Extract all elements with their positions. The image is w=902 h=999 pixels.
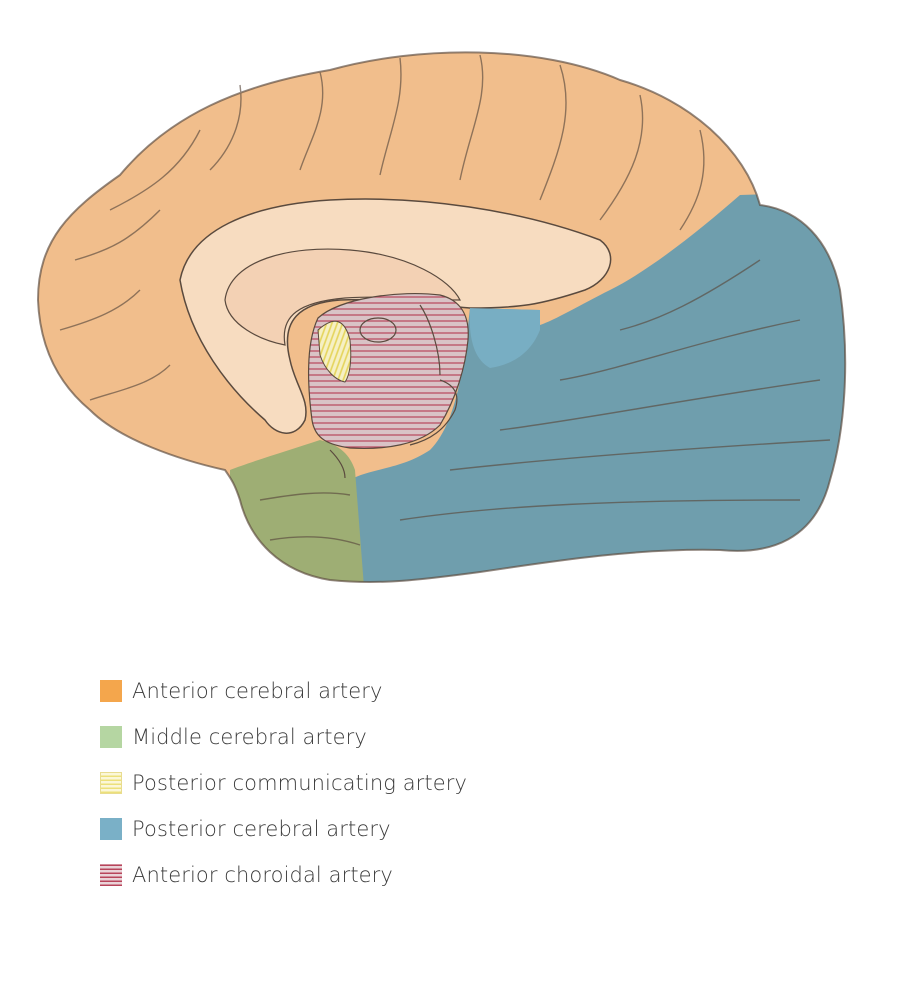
legend: Anterior cerebral artery Middle cerebral…: [100, 668, 467, 898]
brain-medial-view-illustration: [36, 51, 847, 583]
legend-swatch-posterior-communicating: [100, 772, 122, 794]
legend-label-anterior-choroidal: Anterior choroidal artery: [132, 863, 393, 887]
legend-item: Middle cerebral artery: [100, 714, 467, 760]
legend-label-posterior-cerebral: Posterior cerebral artery: [132, 817, 391, 841]
legend-swatch-posterior-cerebral: [100, 818, 122, 840]
legend-item: Anterior choroidal artery: [100, 852, 467, 898]
gyri-lines: [36, 51, 847, 583]
legend-item: Posterior communicating artery: [100, 760, 467, 806]
thalamus-details: [329, 304, 458, 479]
legend-item: Posterior cerebral artery: [100, 806, 467, 852]
legend-label-posterior-communicating: Posterior communicating artery: [132, 771, 468, 795]
posterior-communicating-territory: [317, 320, 352, 383]
middle-cerebral-territory: [230, 440, 365, 583]
posterior-cerebral-thalamic-area: [469, 308, 540, 368]
posterior-cerebral-territory: [350, 190, 846, 583]
legend-swatch-anterior-choroidal: [100, 864, 122, 886]
legend-label-anterior-cerebral: Anterior cerebral artery: [132, 679, 383, 703]
anterior-choroidal-territory: [307, 292, 469, 449]
legend-swatch-anterior-cerebral: [100, 680, 122, 702]
legend-swatch-middle-cerebral: [100, 726, 122, 748]
legend-item: Anterior cerebral artery: [100, 668, 467, 714]
legend-label-middle-cerebral: Middle cerebral artery: [132, 725, 367, 749]
